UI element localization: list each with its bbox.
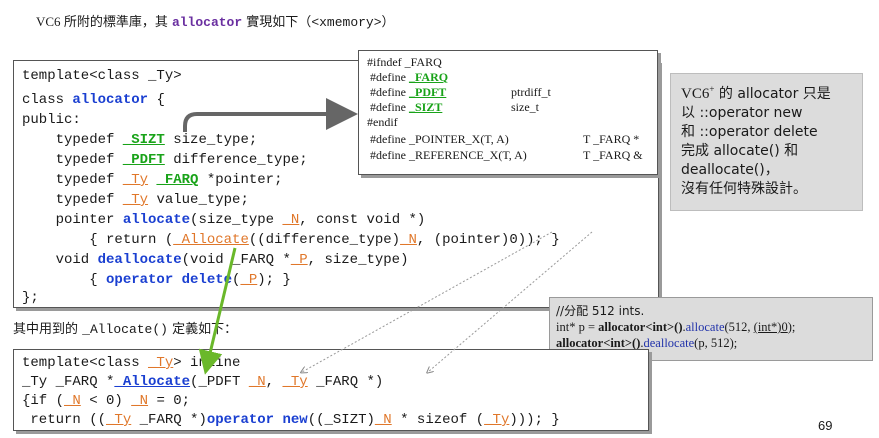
define-value: T _FARQ & [583, 148, 643, 162]
example-comment: //分配 512 ints. [556, 304, 645, 318]
note-line: 和 ::operator delete [681, 124, 818, 140]
macro-define-block: #ifndef _FARQ #define _FARQ #define _PDF… [358, 50, 658, 175]
note-line: VC6+ 的 allocator 只是 [681, 84, 831, 102]
note-line: deallocate()， [681, 162, 779, 178]
code-line: template<class _Ty> [22, 68, 182, 84]
define-line: #define _SIZT [367, 100, 443, 114]
code-line: typedef _Ty _FARQ *pointer; [22, 172, 283, 188]
note-line: 沒有任何特殊設計。 [681, 181, 807, 197]
note-callout: VC6+ 的 allocator 只是 以 ::operator new 和 :… [670, 73, 863, 211]
define-line: #define _FARQ [367, 70, 449, 84]
section-heading: 其中用到的 _Allocate() 定義如下： [13, 322, 238, 337]
allocate-impl-code-block: template<class _Ty> inline _Ty _FARQ *_A… [13, 349, 649, 431]
code-line: typedef _PDFT difference_type; [22, 152, 308, 168]
code-line: typedef _SIZT size_type; [22, 132, 258, 148]
code-line: class allocator { [22, 92, 165, 108]
define-value: ptrdiff_t [511, 85, 551, 99]
code-line: _Ty _FARQ *_Allocate(_PDFT _N, _Ty _FARQ… [22, 374, 384, 390]
define-line: #define _REFERENCE_X(T, A) [367, 148, 527, 162]
code-line: typedef _Ty value_type; [22, 192, 249, 208]
code-line: template<class _Ty> inline [22, 355, 241, 371]
define-line: #define _PDFT [367, 85, 447, 99]
define-line: #define _POINTER_X(T, A) [367, 132, 509, 146]
code-line: { operator delete(_P); } [22, 272, 291, 288]
code-line: void deallocate(void _FARQ *_P, size_typ… [22, 252, 409, 268]
define-line: #ifndef _FARQ [367, 55, 442, 69]
note-line: 以 ::operator new [681, 105, 803, 121]
code-line: { return (_Allocate((difference_type)_N,… [22, 232, 560, 248]
code-line: pointer allocate(size_type _N, const voi… [22, 212, 426, 228]
example-line: int* p = allocator<int>().allocate(512, … [556, 320, 796, 334]
note-line: 完成 allocate() 和 [681, 143, 799, 159]
define-value: size_t [511, 100, 539, 114]
page-number: 69 [818, 418, 833, 433]
define-value: T _FARQ * [583, 132, 640, 146]
code-line: {if (_N < 0) _N = 0; [22, 393, 191, 409]
code-line: public: [22, 112, 81, 128]
page-title: VC6 所附的標準庫，其 allocator 實現如下（<xmemory>） [36, 14, 395, 30]
code-line: return ((_Ty _FARQ *)operator new((_SIZT… [22, 412, 560, 428]
define-line: #endif [367, 115, 398, 129]
code-line: }; [22, 290, 39, 306]
